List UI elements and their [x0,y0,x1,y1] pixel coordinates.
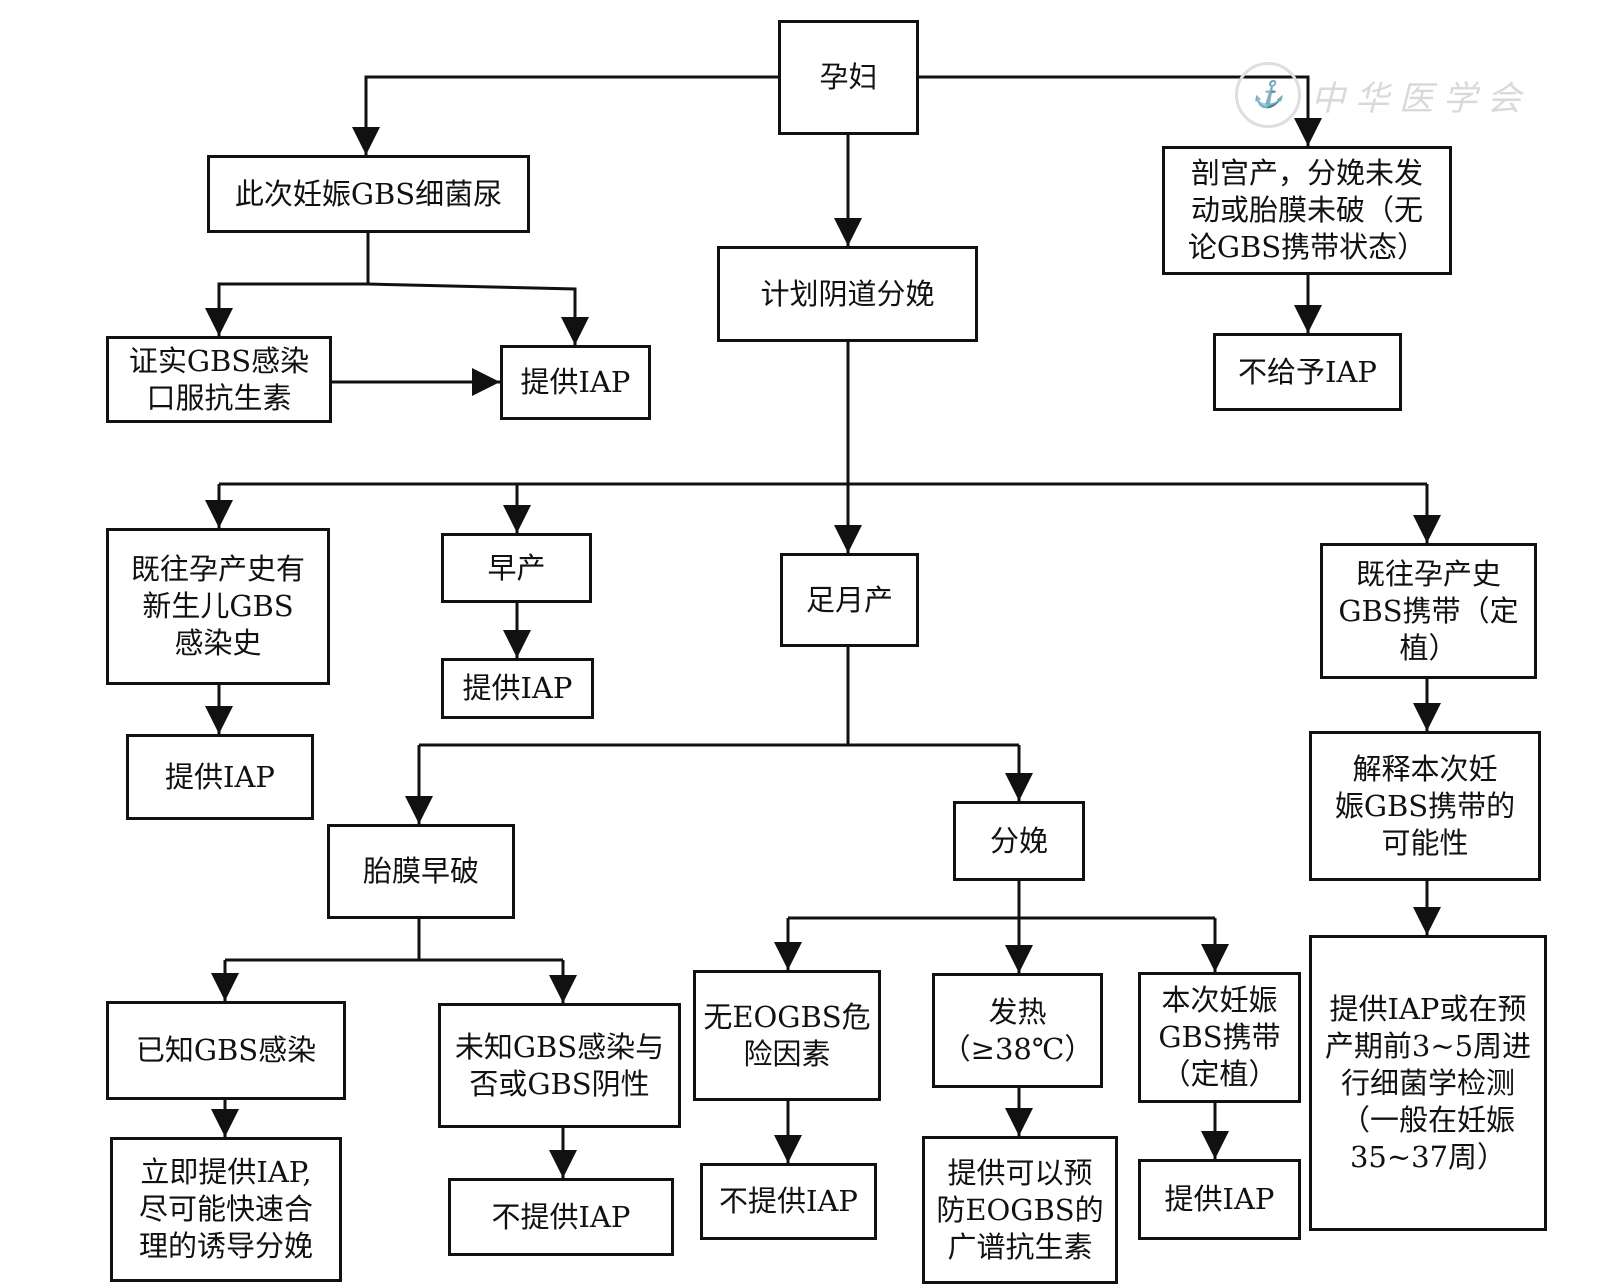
node-delivery: 分娩 [953,801,1085,881]
arrowhead [1294,118,1322,146]
arrowhead [352,127,380,155]
arrowhead [205,308,233,336]
arrowhead [561,317,589,345]
watermark: ⚓ 中华医学会 [1235,62,1531,128]
node-bacteriuria: 此次妊娠GBS细菌尿 [207,155,530,233]
node-prom: 胎膜早破 [327,824,515,919]
node-bacteriuria-iap: 提供IAP [500,345,651,420]
node-term: 足月产 [780,553,919,647]
arrowhead [1201,1131,1229,1159]
node-confirmed-infection: 证实GBS感染 口服抗生素 [106,336,332,423]
node-fever: 发热 （≥38℃） [932,973,1103,1088]
arrowhead [472,368,500,396]
node-no-risk-no-iap: 不提供IAP [700,1163,877,1240]
node-prior-infant-gbs-history: 既往孕产史有 新生儿GBS 感染史 [106,528,330,685]
node-preterm-iap: 提供IAP [441,658,594,719]
arrowhead [405,796,433,824]
connector-to-confirmed [217,233,370,336]
connector-to-bacteriuria-iap [367,282,577,345]
node-iap-or-bacterial-test: 提供IAP或在预 产期前3~5周进 行细菌学检测 （一般在妊娠 35~37周） [1309,935,1547,1231]
arrowhead [205,706,233,734]
seal-icon: ⚓ [1235,62,1301,128]
arrowhead [774,942,802,970]
node-no-eogbs-risk: 无EOGBS危 险因素 [693,970,881,1101]
arrowhead [834,525,862,553]
arrowhead [211,973,239,1001]
arrowhead [1201,944,1229,972]
arrowhead [1413,907,1441,935]
arrowhead [211,1109,239,1137]
arrowhead [503,505,531,533]
node-prior-infant-iap: 提供IAP [126,734,314,820]
node-cesarean-no-iap: 不给予IAP [1213,333,1402,411]
node-fever-broad-spectrum-antibiotics: 提供可以预 防EOGBS的 广谱抗生素 [922,1136,1118,1284]
arrowhead [549,1150,577,1178]
arrowhead [205,500,233,528]
arrowhead [1005,773,1033,801]
node-known-gbs-action: 立即提供IAP, 尽可能快速合 理的诱导分娩 [110,1137,342,1282]
node-known-gbs-infection: 已知GBS感染 [106,1001,346,1100]
node-planned-vaginal-delivery: 计划阴道分娩 [717,246,978,342]
connector-to-bacteriuria [364,75,778,155]
node-unknown-gbs-no-iap: 不提供IAP [448,1178,674,1256]
node-current-gbs-carriage: 本次妊娠 GBS携带 （定植） [1138,972,1301,1103]
node-current-carriage-iap: 提供IAP [1138,1159,1301,1240]
node-preterm: 早产 [441,533,592,603]
arrowhead [1294,305,1322,333]
arrowhead [1413,515,1441,543]
node-pregnant-woman: 孕妇 [778,20,919,135]
arrowhead [834,218,862,246]
arrowhead [774,1135,802,1163]
node-unknown-or-negative-gbs: 未知GBS感染与 否或GBS阴性 [438,1003,681,1128]
node-cesarean: 剖宫产，分娩未发 动或胎膜未破（无 论GBS携带状态） [1162,146,1452,275]
node-explain-carriage-possibility: 解释本次妊 娠GBS携带的 可能性 [1309,731,1541,881]
arrowhead [1005,1108,1033,1136]
arrowhead [549,975,577,1003]
arrowhead [1413,703,1441,731]
arrowhead [1005,945,1033,973]
node-prior-gbs-carriage: 既往孕产史 GBS携带（定 植） [1320,543,1537,679]
arrowhead [503,630,531,658]
watermark-text: 中华医学会 [1311,78,1531,119]
